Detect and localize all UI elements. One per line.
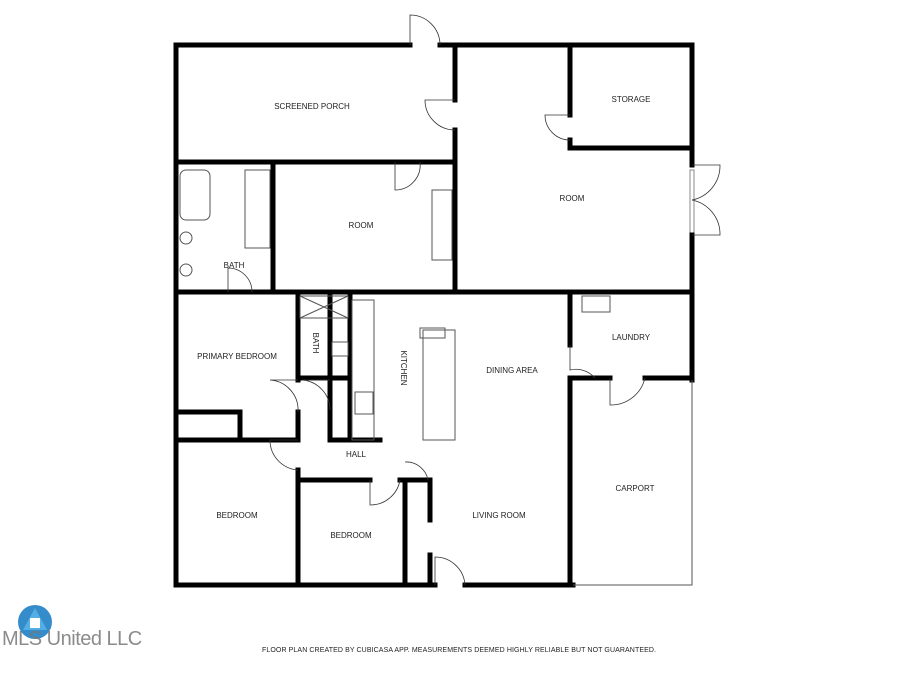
label-carport: CARPORT [616,484,655,493]
label-room-center: ROOM [349,221,374,230]
footer-disclaimer: FLOOR PLAN CREATED BY CUBICASA APP. MEAS… [262,647,657,654]
label-bedroom-left: BEDROOM [216,511,258,520]
label-bath-center: BATH [311,333,320,354]
label-hall: HALL [346,450,367,459]
label-screened-porch: SCREENED PORCH [274,102,350,111]
label-laundry: LAUNDRY [612,333,651,342]
label-dining-area: DINING AREA [486,366,538,375]
label-room-upper-right: ROOM [560,194,585,203]
door-swings [227,14,721,586]
room-labels: SCREENED PORCH STORAGE ROOM ROOM BATH PR… [197,95,654,540]
watermark-logo [18,605,52,639]
walls [173,42,695,588]
watermark-text: MLS United LLC [2,628,142,650]
fixtures [179,169,693,586]
windows [173,42,695,588]
label-bath-upper: BATH [224,261,245,270]
label-storage: STORAGE [612,95,651,104]
label-primary-bedroom: PRIMARY BEDROOM [197,352,277,361]
label-bedroom-center: BEDROOM [330,531,372,540]
label-kitchen: KITCHEN [399,350,408,385]
label-living-room: LIVING ROOM [472,511,526,520]
